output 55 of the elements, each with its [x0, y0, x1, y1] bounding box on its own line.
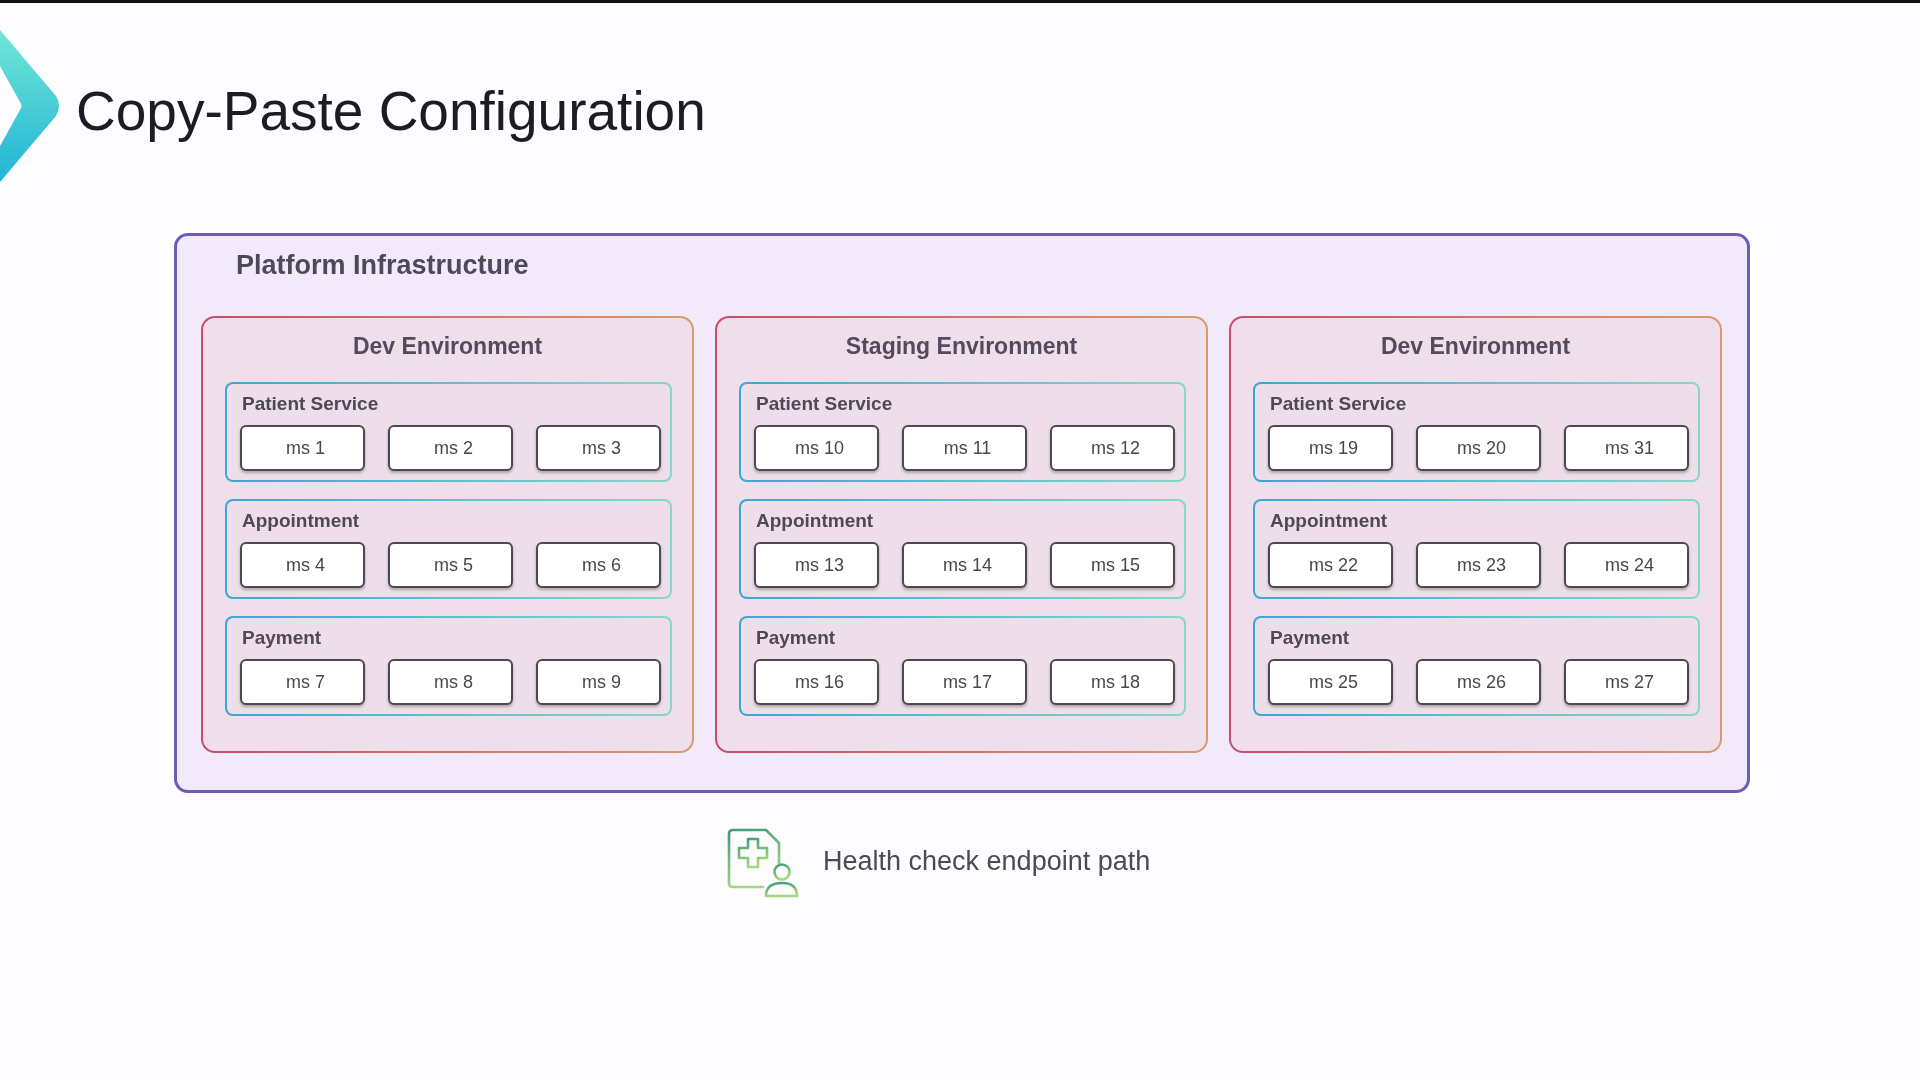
- microservice-box: ms 26: [1416, 659, 1541, 705]
- microservice-box: ms 13: [754, 542, 879, 588]
- microservice-box: ms 20: [1416, 425, 1541, 471]
- legend-text: Health check endpoint path: [823, 845, 1151, 878]
- microservice-box: ms 10: [754, 425, 879, 471]
- service-group-panel: [739, 616, 1186, 716]
- microservice-box: ms 18: [1050, 659, 1175, 705]
- page-title: Copy-Paste Configuration: [76, 79, 706, 144]
- microservice-box: ms 17: [902, 659, 1027, 705]
- service-group-title: Payment: [242, 626, 322, 650]
- service-group-title: Appointment: [756, 509, 874, 533]
- microservice-box: ms 31: [1564, 425, 1689, 471]
- microservice-box: ms 6: [536, 542, 661, 588]
- service-group-title: Payment: [1270, 626, 1350, 650]
- service-group-title: Patient Service: [242, 392, 379, 416]
- service-group-panel: [225, 382, 672, 482]
- microservice-box: ms 9: [536, 659, 661, 705]
- environment-title: Dev Environment: [351, 332, 544, 360]
- service-group-title: Payment: [756, 626, 836, 650]
- microservice-box: ms 8: [388, 659, 513, 705]
- service-group-title: Patient Service: [1270, 392, 1407, 416]
- platform-container: [174, 233, 1750, 793]
- service-group-panel: [1253, 382, 1700, 482]
- microservice-box: ms 16: [754, 659, 879, 705]
- microservice-box: ms 23: [1416, 542, 1541, 588]
- environment-panel: [1229, 316, 1722, 753]
- microservice-box: ms 15: [1050, 542, 1175, 588]
- service-group-panel: [225, 616, 672, 716]
- microservice-box: ms 7: [240, 659, 365, 705]
- environment-title: Staging Environment: [844, 332, 1079, 360]
- microservice-box: ms 2: [388, 425, 513, 471]
- microservice-box: ms 25: [1268, 659, 1393, 705]
- microservice-box: ms 22: [1268, 542, 1393, 588]
- microservice-box: ms 11: [902, 425, 1027, 471]
- environment-panel: [715, 316, 1208, 753]
- microservice-box: ms 14: [902, 542, 1027, 588]
- service-group-panel: [225, 499, 672, 599]
- environment-panel: [201, 316, 694, 753]
- microservice-box: ms 1: [240, 425, 365, 471]
- microservice-box: ms 4: [240, 542, 365, 588]
- service-group-title: Patient Service: [756, 392, 893, 416]
- microservice-box: ms 5: [388, 542, 513, 588]
- microservice-box: ms 12: [1050, 425, 1175, 471]
- microservice-box: ms 24: [1564, 542, 1689, 588]
- service-group-panel: [1253, 499, 1700, 599]
- microservice-box: ms 27: [1564, 659, 1689, 705]
- microservice-box: ms 19: [1268, 425, 1393, 471]
- platform-title: Platform Infrastructure: [236, 249, 529, 281]
- environment-title: Dev Environment: [1379, 332, 1572, 360]
- service-group-panel: [739, 499, 1186, 599]
- service-group-title: Appointment: [1270, 509, 1388, 533]
- service-group-title: Appointment: [242, 509, 360, 533]
- service-group-panel: [739, 382, 1186, 482]
- service-group-panel: [1253, 616, 1700, 716]
- microservice-box: ms 3: [536, 425, 661, 471]
